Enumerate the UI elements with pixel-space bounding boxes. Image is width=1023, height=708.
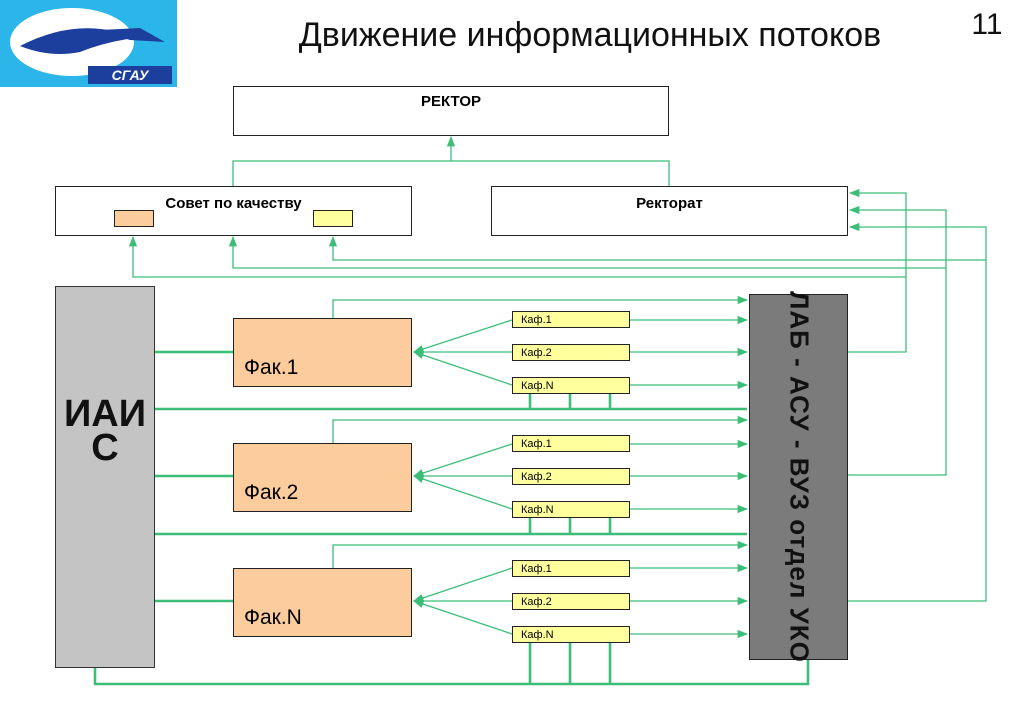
faculty-n-box: Фак.N [233, 568, 412, 637]
council-yellow-marker [313, 210, 353, 227]
rector-box: РЕКТОР [233, 86, 669, 136]
department-box: Каф.N [512, 377, 630, 394]
faculty-2-box: Фак.2 [233, 443, 412, 512]
faculty-2-label: Фак.2 [244, 481, 299, 504]
rectorate-box: Ректорат [491, 186, 848, 236]
department-box: Каф.1 [512, 311, 630, 328]
lab-box: ЛАБ - АСУ - ВУЗ отдел УКО [749, 291, 848, 663]
university-logo: СГАУ [0, 0, 177, 87]
faculty-1-label: Фак.1 [244, 356, 299, 379]
logo-emblem-icon: СГАУ [10, 8, 172, 84]
faculty-1-box: Фак.1 [233, 318, 412, 387]
quality-council-box: Совет по качеству [55, 186, 412, 236]
iais-box: ИАИС [55, 286, 155, 668]
department-box: Каф.N [512, 501, 630, 518]
department-box: Каф.2 [512, 344, 630, 361]
council-orange-marker [114, 210, 154, 227]
lab-label: ЛАБ - АСУ - ВУЗ отдел УКО [784, 291, 814, 663]
department-box: Каф.1 [512, 435, 630, 452]
page-number: 11 [971, 8, 1003, 41]
quality-council-label: Совет по качеству [165, 195, 302, 212]
department-box: Каф.2 [512, 468, 630, 485]
faculty-n-label: Фак.N [244, 606, 302, 629]
department-box: Каф.1 [512, 560, 630, 577]
rector-label: РЕКТОР [421, 93, 481, 110]
iais-label: ИАИС [63, 393, 147, 469]
logo-text: СГАУ [112, 67, 150, 83]
top-connector-line [232, 160, 670, 186]
department-box: Каф.N [512, 626, 630, 643]
department-box: Каф.2 [512, 593, 630, 610]
rectorate-label: Ректорат [636, 195, 703, 212]
slide-title: Движение информационных потоков [298, 16, 882, 54]
